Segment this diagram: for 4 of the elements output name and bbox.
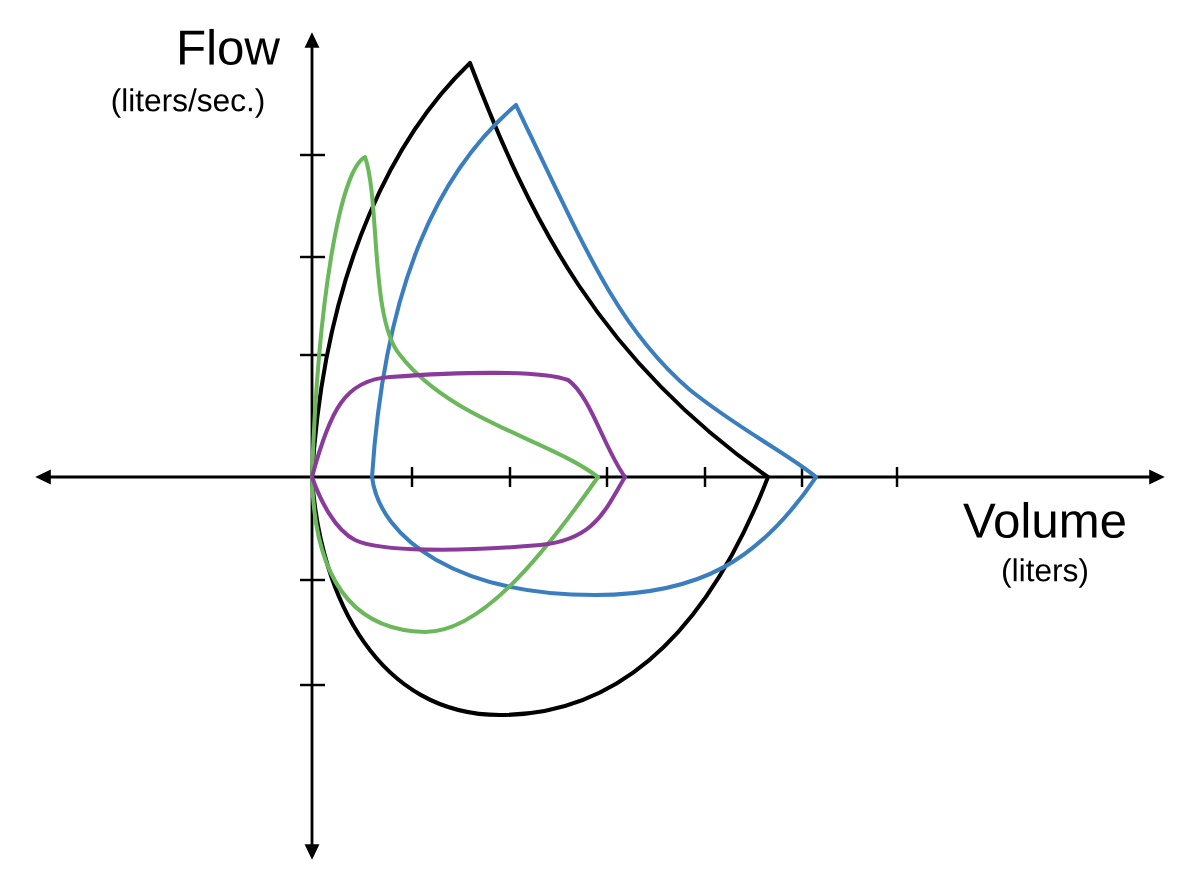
axis-label: Flow	[180, 28, 281, 66]
axis-label: Volume	[963, 501, 1125, 539]
axis-label: (liters)	[1003, 558, 1087, 588]
axis-label: (liters/sec.)	[112, 88, 264, 118]
